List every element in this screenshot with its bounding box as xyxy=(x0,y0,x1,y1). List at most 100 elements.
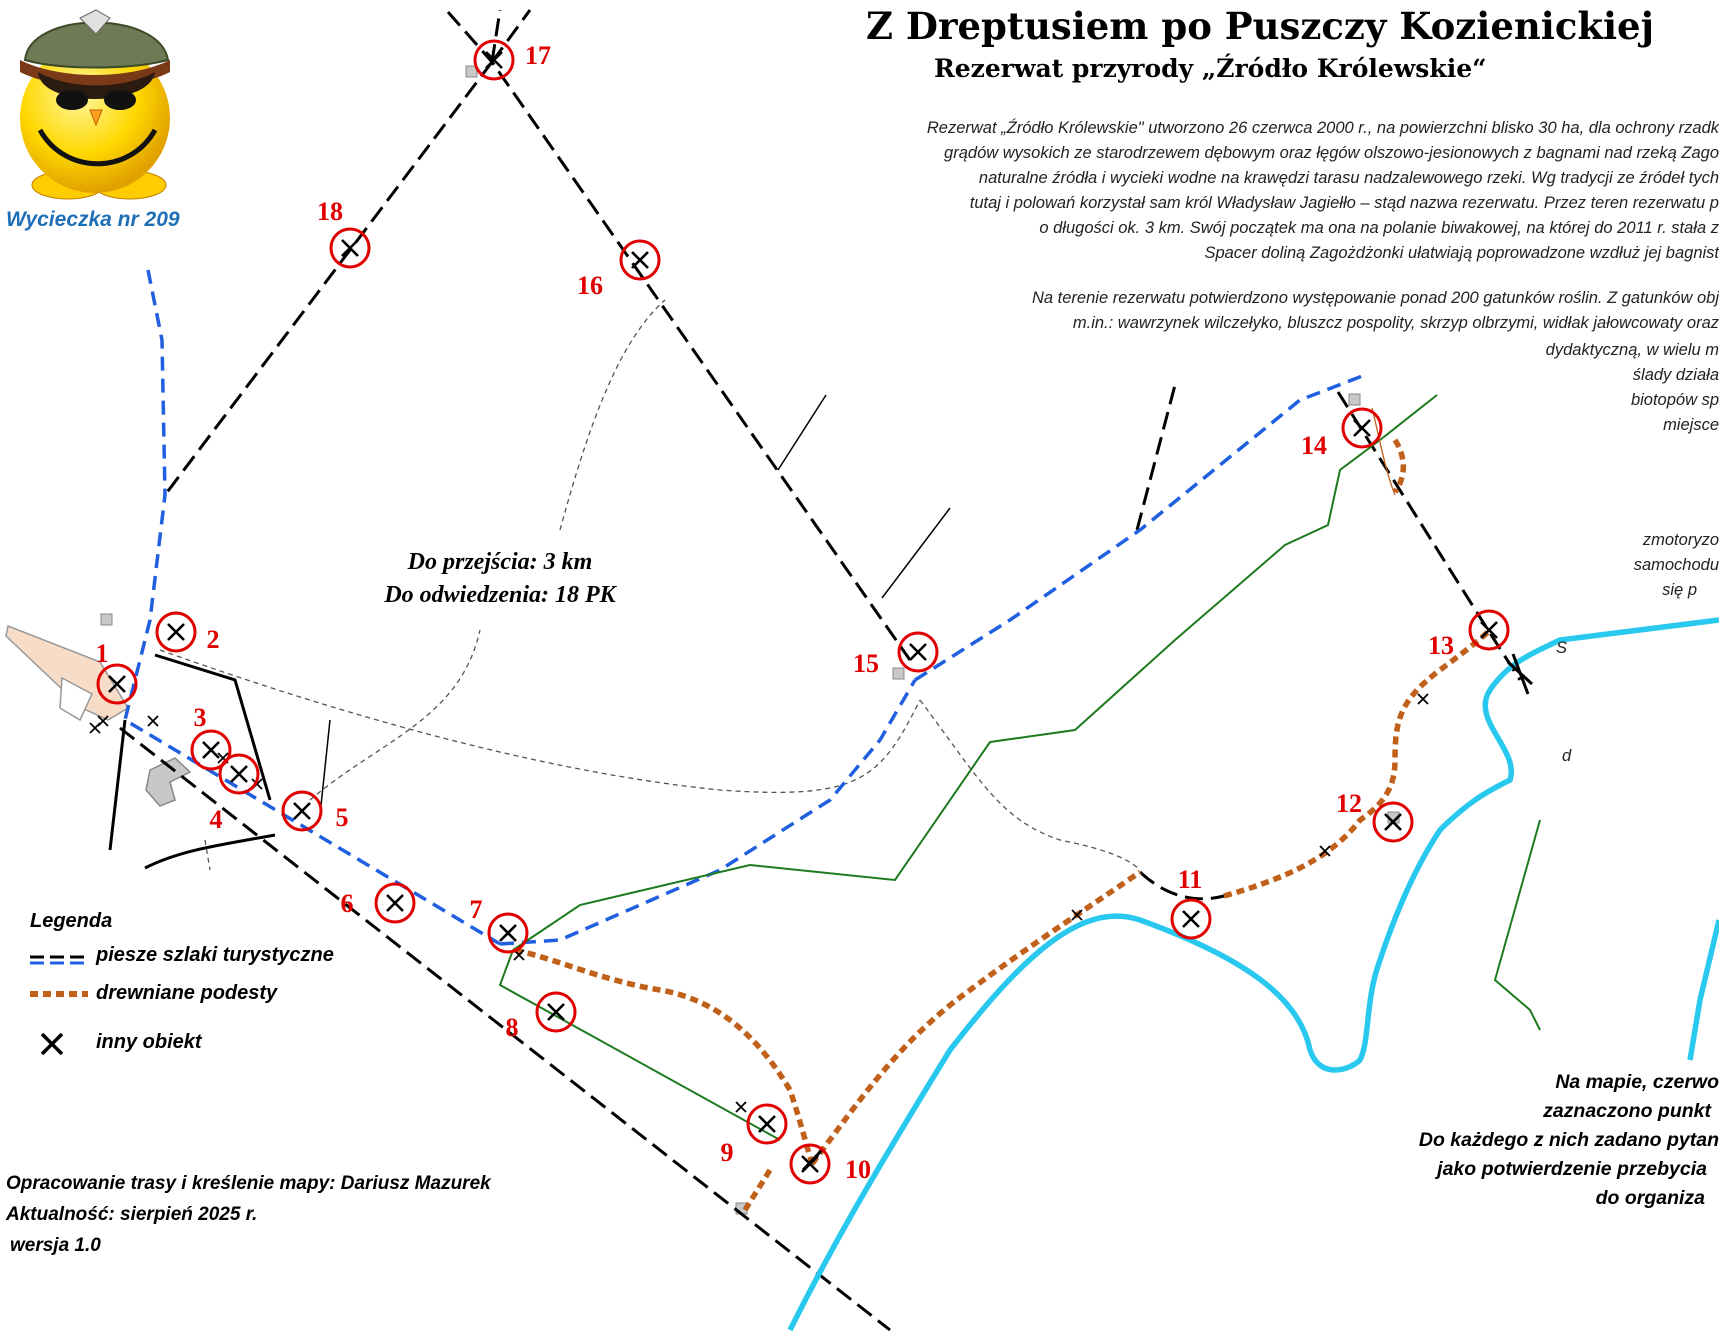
description-line: dydaktyczną, w wielu m xyxy=(1545,341,1719,359)
checkpoint-18: 18 xyxy=(317,197,371,269)
description-line: tutaj i polowań korzystał sam król Włady… xyxy=(969,194,1719,212)
checkpoint-circle xyxy=(1468,609,1510,651)
checkpoint-cross-icon xyxy=(230,765,248,783)
checkpoint-cross-icon xyxy=(1480,621,1498,639)
credits-date: Aktualność: sierpień 2025 r. xyxy=(6,1204,258,1225)
checkpoint-label: 10 xyxy=(845,1155,871,1184)
checkpoint-cross-icon xyxy=(108,675,126,693)
checkpoint-2: 2 xyxy=(155,611,220,654)
mascot-icon xyxy=(20,9,170,200)
roads xyxy=(108,653,276,870)
checkpoint-circle xyxy=(473,39,515,81)
note-line: jako potwierdzenie przebycia xyxy=(1437,1158,1707,1180)
checkpoint-7: 7 xyxy=(470,895,529,954)
slope-marks xyxy=(1371,407,1396,496)
checkpoint-17: 17 xyxy=(473,39,551,81)
checkpoint-cross-icon xyxy=(485,51,503,69)
checkpoint-label: 18 xyxy=(317,197,343,226)
description-line: grądów wysokich ze starodrzewem dębowym … xyxy=(944,144,1719,162)
description-line: Spacer doliną Zagożdżonki ułatwiają popr… xyxy=(1204,244,1719,262)
checkpoint-label: 2 xyxy=(207,625,220,654)
description-line: zmotoryzo xyxy=(1642,531,1719,549)
checkpoint-cross-icon xyxy=(341,239,359,257)
checkpoint-label: 4 xyxy=(210,805,223,834)
other-objects xyxy=(89,693,1429,1113)
trip-number: Wycieczka nr 209 xyxy=(6,208,180,231)
checkpoint-6: 6 xyxy=(341,882,416,924)
buildings-area xyxy=(5,65,1400,1215)
checkpoint-1: 1 xyxy=(96,639,138,705)
credits-version: wersja 1.0 xyxy=(10,1235,101,1256)
checkpoint-label: 7 xyxy=(470,895,483,924)
checkpoint-circle xyxy=(1341,407,1383,449)
checkpoint-cross-icon xyxy=(386,894,404,912)
checkpoint-label: 5 xyxy=(336,803,349,832)
checkpoint-circle xyxy=(374,882,416,924)
checkpoint-circle xyxy=(897,631,939,673)
checkpoint-cross-icon xyxy=(1353,419,1371,437)
checkpoint-label: 13 xyxy=(1428,631,1454,660)
checkpoint-cross-icon xyxy=(202,741,220,759)
credits: Opracowanie trasy i kreślenie mapy: Dari… xyxy=(6,1168,491,1261)
checkpoint-cross-icon xyxy=(499,924,517,942)
checkpoint-circle xyxy=(746,1103,788,1145)
legend-boardwalks: drewniane podesty xyxy=(96,982,278,1004)
checkpoint-circle xyxy=(535,991,577,1033)
checkpoint-circle xyxy=(789,1143,831,1185)
checkpoint-label: 12 xyxy=(1336,789,1362,818)
forest-paths xyxy=(159,299,1141,871)
checkpoint-label: 8 xyxy=(506,1013,519,1042)
description-line: samochodu xyxy=(1633,556,1719,574)
route-summary: Do przejścia: 3 km Do odwiedzenia: 18 PK xyxy=(350,546,650,612)
distance-text: Do przejścia: 3 km xyxy=(407,549,593,575)
description-line: d xyxy=(1562,747,1572,765)
note-line: Do każdego z nich zadano pytan xyxy=(1418,1129,1719,1151)
bottom-note: Na mapie, czerwo zaznaczono punkt Do każ… xyxy=(1159,1068,1719,1213)
checkpoint-cross-icon xyxy=(1384,813,1402,831)
checkpoint-4: 4 xyxy=(210,753,260,834)
checkpoint-cross-icon xyxy=(1182,910,1200,928)
checkpoint-label: 16 xyxy=(577,271,603,300)
description-line: S xyxy=(1556,639,1568,657)
checkpoint-label: 15 xyxy=(853,649,879,678)
legend-object-icon xyxy=(40,1032,64,1056)
checkpoint-14: 14 xyxy=(1301,407,1383,460)
checkpoint-circle xyxy=(155,611,197,653)
checkpoint-circle xyxy=(96,663,138,705)
note-line: Na mapie, czerwo xyxy=(1555,1071,1719,1093)
blue-trails xyxy=(122,269,1366,946)
checkpoint-label: 6 xyxy=(341,889,354,918)
checkpoint-13: 13 xyxy=(1428,609,1510,660)
description-line: m.in.: wawrzynek wilczełyko, bluszcz pos… xyxy=(1072,314,1719,332)
description-line: ślady działa xyxy=(1632,366,1719,384)
legend-title: Legenda xyxy=(30,910,113,932)
checkpoint-circle xyxy=(329,227,371,269)
checkpoint-label: 1 xyxy=(96,639,109,668)
points-text: Do odwiedzenia: 18 PK xyxy=(384,582,616,608)
checkpoint-circle xyxy=(1170,898,1212,940)
checkpoint-circle xyxy=(190,729,232,771)
description-line: biotopów sp xyxy=(1630,391,1719,409)
map-subtitle: Rezerwat przyrody „Źródło Królewskie“ xyxy=(934,54,1487,83)
boardwalks xyxy=(514,438,1492,1212)
legend-symbols xyxy=(30,955,88,1056)
checkpoint-circle xyxy=(619,239,661,281)
checkpoint-15: 15 xyxy=(853,631,939,678)
description-line: Rezerwat „Źródło Królewskie" utworzono 2… xyxy=(926,119,1719,137)
checkpoint-11: 11 xyxy=(1170,865,1212,940)
checkpoint-label: 14 xyxy=(1301,431,1327,460)
checkpoint-5: 5 xyxy=(281,790,349,832)
description-line: naturalne źródła i wycieki wodne na kraw… xyxy=(978,169,1719,187)
checkpoint-circle xyxy=(218,753,260,795)
checkpoint-cross-icon xyxy=(167,623,185,641)
checkpoint-label: 17 xyxy=(525,41,551,70)
checkpoint-label: 11 xyxy=(1178,865,1203,894)
side-trails xyxy=(319,394,951,816)
checkpoint-cross-icon xyxy=(909,643,927,661)
checkpoint-cross-icon xyxy=(293,802,311,820)
checkpoint-circle xyxy=(281,790,323,832)
note-line: zaznaczono punkt xyxy=(1543,1100,1711,1122)
checkpoint-9: 9 xyxy=(721,1103,788,1167)
checkpoint-12: 12 xyxy=(1336,789,1414,843)
